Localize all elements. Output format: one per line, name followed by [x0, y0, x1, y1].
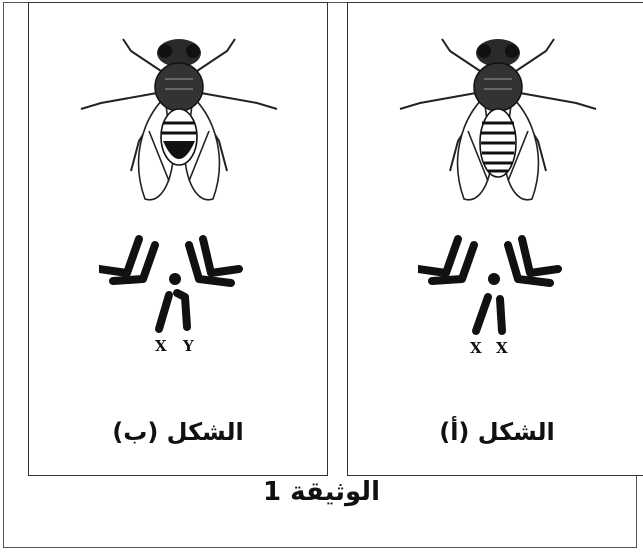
panel-b-label: الشكل (ب) — [29, 418, 327, 446]
fruit-fly-icon — [61, 31, 297, 207]
document-title: الوثيقة 1 — [0, 477, 643, 507]
fruit-fly-icon — [380, 31, 616, 207]
chromosome-label-2: Y — [182, 337, 194, 355]
chromosome-label-1: X — [470, 339, 482, 357]
chromosome-set-icon: X Y — [99, 225, 259, 365]
panel-b: X Y الشكل (ب) — [28, 2, 328, 476]
chromosome-label-1: X — [155, 337, 167, 355]
panel-a: X X الشكل (أ) — [347, 2, 643, 476]
chromosome-set-icon: X X — [418, 225, 578, 365]
panel-a-label: الشكل (أ) — [348, 418, 643, 446]
chromosome-label-2: X — [496, 339, 508, 357]
